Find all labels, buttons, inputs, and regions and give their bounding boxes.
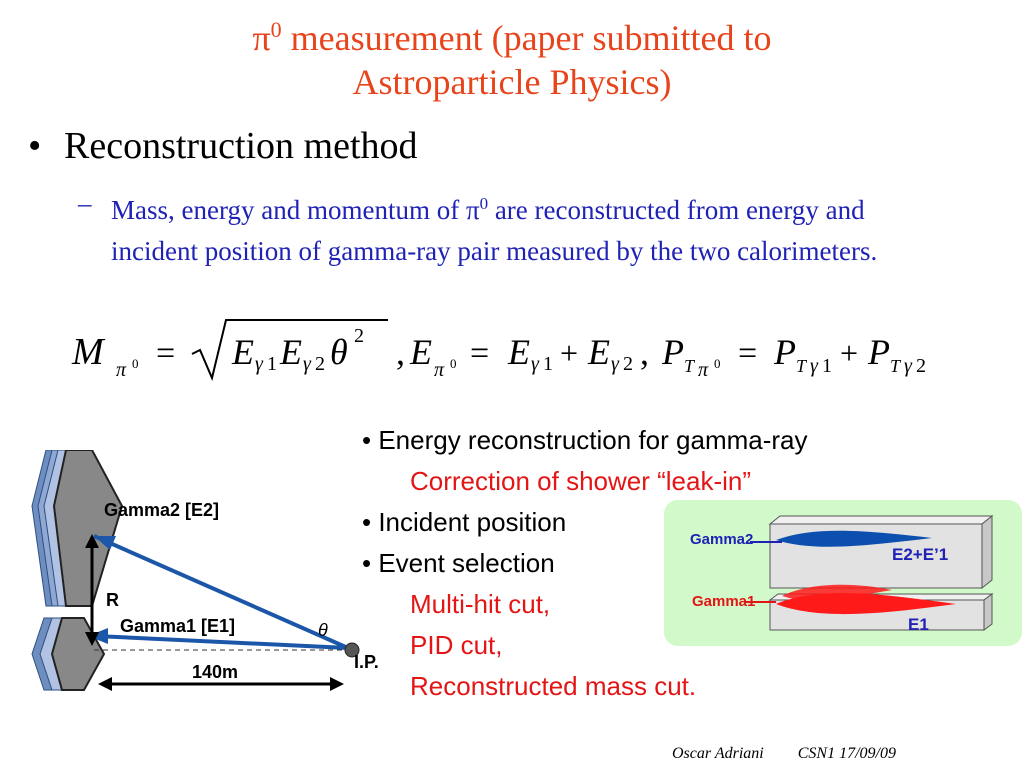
svg-text:0: 0 [450, 356, 457, 371]
interaction-point [344, 642, 360, 658]
svg-text:+: + [840, 335, 858, 371]
svg-text:2: 2 [315, 353, 325, 375]
title-text-1: measurement (paper submitted to [290, 18, 772, 58]
title-line-2: Astroparticle Physics) [352, 62, 672, 102]
shower-diagram: Gamma2 Gamma1 E2+E’1 E1 [664, 500, 1022, 646]
gamma2-shower [776, 530, 932, 547]
svg-text:γ: γ [611, 353, 620, 375]
gamma2-label: Gamma2 [690, 531, 753, 548]
svg-text:γ: γ [303, 353, 312, 375]
bullet-marker: • [28, 125, 42, 167]
ip-label: I.P. [354, 652, 379, 672]
svg-text:π: π [698, 359, 709, 381]
footer-author: Oscar Adriani [672, 745, 764, 762]
svg-text:E: E [279, 332, 302, 372]
svg-text:γ: γ [904, 355, 913, 377]
svg-text:1: 1 [267, 353, 277, 375]
svg-text:2: 2 [623, 353, 633, 375]
svg-text:T: T [890, 356, 902, 376]
svg-text:2: 2 [354, 325, 364, 347]
svg-text:T: T [796, 356, 808, 376]
svg-text:P: P [661, 332, 684, 372]
svg-text:γ: γ [531, 353, 540, 375]
svg-text:,: , [640, 332, 649, 372]
svg-text:E: E [409, 332, 432, 372]
bullet-text: Reconstruction method [64, 125, 418, 167]
svg-text:+: + [560, 335, 578, 371]
svg-text:1: 1 [822, 355, 832, 377]
sub-bullet: – Mass, energy and momentum of π0 are re… [78, 183, 958, 272]
svg-text:π: π [116, 359, 127, 381]
svg-text:E: E [231, 332, 254, 372]
upper-calorimeter-stack [31, 450, 124, 607]
svg-text:γ: γ [255, 353, 264, 375]
slide-title: π0 measurement (paper submitted to Astro… [0, 8, 1024, 104]
e1-label: E1 [908, 615, 929, 634]
selection-list-item: Multi-hit cut, [410, 589, 551, 619]
selection-list-item: PID cut, [410, 630, 503, 660]
svg-text:0: 0 [132, 356, 139, 371]
gamma1-label: Gamma1 [692, 593, 755, 610]
sub-bullet-text-a: Mass, energy and momentum of π [111, 195, 480, 225]
distance-label: 140m [192, 662, 238, 682]
svg-text:2: 2 [916, 355, 926, 377]
selection-list-item: Correction of shower “leak-in” [410, 466, 752, 496]
upper-calorimeter-top [768, 515, 994, 525]
svg-text:=: = [470, 335, 489, 372]
sub-bullet-text: Mass, energy and momentum of π0 are reco… [78, 183, 958, 272]
selection-list-item: Reconstructed mass cut. [410, 671, 697, 701]
gamma2-ray [93, 534, 349, 650]
gamma1-shower [776, 593, 956, 615]
gamma1-e1-label: Gamma1 [E1] [120, 616, 235, 636]
svg-text:π: π [434, 359, 445, 381]
selection-list-item: • Incident position [362, 507, 567, 537]
r-label: R [106, 590, 119, 610]
svg-text:=: = [156, 335, 175, 372]
svg-text:E: E [587, 332, 610, 372]
svg-text:P: P [773, 332, 796, 372]
gamma1-ray [95, 634, 349, 650]
sub-bullet-text-b: are reconstructed from energy and incide… [111, 195, 878, 266]
detector-diagram: Gamma2 [E2] Gamma1 [E1] R θ I.P. 140m [31, 450, 379, 691]
pi-symbol: π [252, 18, 271, 58]
sub-bullet-dash: – [78, 188, 92, 218]
svg-text:=: = [738, 335, 757, 372]
svg-text:E: E [507, 332, 530, 372]
svg-text:0: 0 [714, 356, 721, 371]
selection-list-item: • Event selection [362, 548, 555, 578]
sub-bullet-sup: 0 [479, 194, 489, 213]
svg-text:T: T [684, 356, 696, 376]
svg-text:P: P [867, 332, 890, 372]
svg-text:γ: γ [810, 355, 819, 377]
svg-text:θ: θ [330, 332, 348, 372]
svg-text:,: , [396, 332, 405, 372]
e2-label: E2+E’1 [892, 545, 948, 564]
theta-label: θ [318, 620, 328, 640]
svg-text:1: 1 [543, 353, 553, 375]
slide-footer: Oscar Adriani CSN1 17/09/09 [672, 745, 896, 763]
gamma2-e2-label: Gamma2 [E2] [104, 500, 219, 520]
bullet-reconstruction-method: • Reconstruction method [28, 122, 418, 170]
svg-text:M: M [71, 331, 106, 373]
footer-event: CSN1 17/09/09 [797, 745, 896, 762]
title-line-1: π0 measurement (paper submitted to [0, 8, 1024, 60]
pi-superscript: 0 [270, 17, 282, 42]
selection-list-item: • Energy reconstruction for gamma-ray [362, 425, 808, 455]
